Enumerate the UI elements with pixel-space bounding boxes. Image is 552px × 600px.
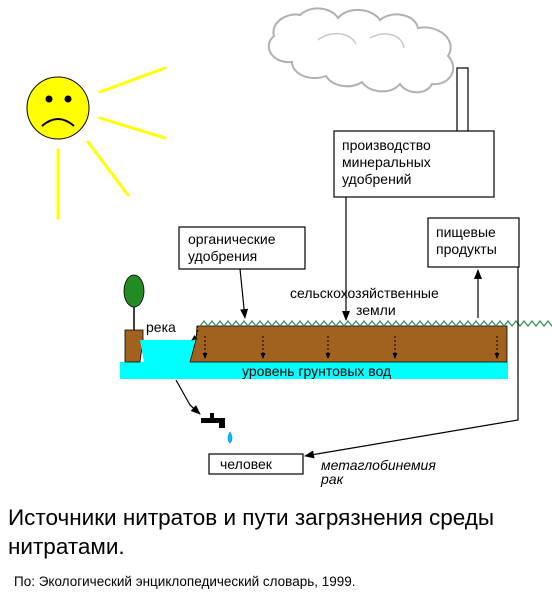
groundwater-layer (120, 362, 508, 379)
food-label-line2: продукты (436, 241, 497, 257)
disease-label-line1: метаглобинемия (321, 457, 436, 473)
human-box: человек (208, 453, 304, 475)
human-label: человек (220, 456, 273, 472)
agri-lands-label-line1: сельскохозяйственные (290, 285, 439, 301)
production-label-line1: производство (342, 137, 431, 153)
factory-chimney-icon (456, 67, 469, 133)
tree-icon (123, 274, 145, 330)
soil-field (189, 325, 508, 363)
disease-label-line2: рак (320, 471, 345, 487)
organic-label-line2: удобрения (188, 248, 257, 264)
production-box: производство минеральных удобрений (333, 130, 495, 198)
figure-source: По: Экологический энциклопедический слов… (14, 574, 356, 589)
grass-strip (199, 320, 552, 327)
water-drop-icon (227, 431, 233, 444)
soil-left-bank (124, 329, 144, 363)
production-label-line3: удобрений (342, 171, 411, 187)
food-box: пищевые продукты (427, 217, 520, 268)
sad-sun-icon (26, 66, 167, 220)
river-label: река (146, 319, 176, 335)
organic-box: органические удобрения (178, 226, 306, 270)
flow-arrows (175, 197, 519, 459)
food-label-line1: пищевые (436, 224, 496, 240)
groundwater-label: уровень грунтовых вод (242, 363, 391, 379)
production-label-line2: минеральных (342, 154, 431, 170)
water-tap-icon (201, 413, 225, 428)
river (140, 340, 196, 362)
agri-lands-label-line2: земли (356, 302, 396, 318)
runoff-arrow (191, 325, 199, 341)
figure-caption: Источники нитратов и пути загрязнения ср… (8, 505, 495, 559)
factory-smoke-icon (267, 7, 455, 94)
organic-label-line1: органические (188, 231, 276, 247)
